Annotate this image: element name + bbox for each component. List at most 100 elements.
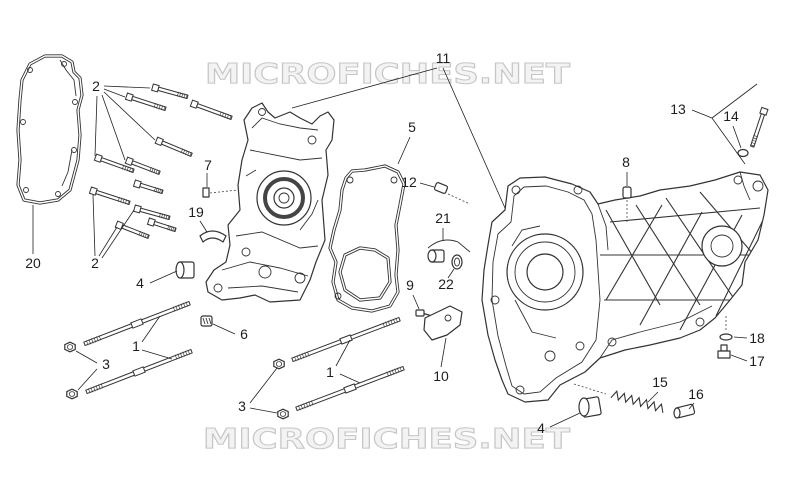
thread-mark bbox=[149, 167, 152, 172]
case-bolt-hole bbox=[490, 295, 500, 305]
callout-3-left: 3 bbox=[102, 356, 110, 372]
nut bbox=[66, 388, 78, 400]
thread-mark bbox=[174, 354, 178, 360]
crankcase-rib bbox=[665, 197, 736, 301]
case-bolt-hole bbox=[515, 385, 525, 395]
thread-mark bbox=[98, 335, 102, 341]
case-bolt-hole bbox=[607, 337, 617, 347]
callout-20: 20 bbox=[25, 255, 41, 271]
callout-7: 7 bbox=[204, 157, 212, 173]
nut-hex bbox=[277, 408, 289, 420]
bushing-4-left bbox=[175, 261, 195, 279]
leader-line bbox=[75, 350, 98, 364]
nut bbox=[277, 408, 289, 420]
bolt bbox=[154, 136, 193, 158]
leader-line bbox=[94, 95, 98, 157]
callout-16: 16 bbox=[688, 386, 704, 402]
bolt-shank-body bbox=[197, 104, 232, 119]
thread-mark bbox=[168, 225, 171, 231]
thread-mark bbox=[303, 403, 306, 409]
leader-line bbox=[339, 373, 361, 384]
thread-mark bbox=[138, 231, 141, 236]
thread-mark bbox=[165, 214, 168, 220]
leader-lines bbox=[32, 67, 758, 428]
thread-mark bbox=[753, 135, 759, 138]
nut-bore bbox=[68, 391, 76, 397]
bolt-head-body bbox=[190, 100, 198, 108]
crankcase-right-outline bbox=[481, 171, 769, 403]
spring-coil bbox=[610, 389, 664, 413]
thread-mark bbox=[299, 354, 302, 360]
callout-9: 9 bbox=[406, 277, 414, 293]
o-ring-14 bbox=[737, 148, 749, 158]
leader-line bbox=[335, 339, 351, 367]
o-ring-22 bbox=[451, 254, 463, 270]
gasket-bolt-hole bbox=[334, 292, 342, 300]
bolt bbox=[124, 156, 161, 176]
thread-mark bbox=[90, 387, 93, 393]
thread-mark bbox=[173, 227, 176, 233]
bolt-shank-body bbox=[140, 208, 170, 219]
stud-collar-body bbox=[131, 319, 143, 328]
bolt-shank-body bbox=[132, 161, 160, 174]
thread-mark bbox=[185, 301, 189, 307]
thread-mark bbox=[151, 167, 154, 173]
crankcase-rib bbox=[639, 211, 703, 326]
bolt bbox=[749, 106, 769, 148]
case-bolt-hole bbox=[258, 108, 266, 116]
leader-line bbox=[92, 194, 96, 257]
thread-mark bbox=[310, 400, 314, 406]
callout-2-lower: 2 bbox=[91, 255, 99, 271]
crankcase-rib bbox=[605, 204, 663, 301]
callout-6: 6 bbox=[240, 326, 248, 342]
bolt-head-body bbox=[125, 157, 133, 165]
screw-9 bbox=[415, 309, 425, 317]
small-spring-6 bbox=[200, 315, 213, 327]
stud bbox=[291, 316, 401, 363]
bushing-21 bbox=[427, 249, 445, 263]
bracket-hole bbox=[444, 314, 452, 322]
thread-mark bbox=[160, 189, 163, 195]
leader-line bbox=[711, 117, 746, 165]
crankcase-right-flange bbox=[597, 171, 751, 359]
leader-line bbox=[249, 407, 278, 414]
crankcase-rib bbox=[609, 207, 761, 223]
case-bolt-hole bbox=[695, 317, 705, 327]
case-bolt-hole bbox=[213, 283, 223, 293]
watermark-bottom: MICROFICHES.NET bbox=[203, 422, 570, 455]
callout-3-right: 3 bbox=[238, 398, 246, 414]
thread-mark bbox=[385, 321, 388, 327]
nut-hex bbox=[66, 388, 78, 400]
bracket-10 bbox=[423, 305, 463, 341]
nut-hex bbox=[64, 341, 76, 353]
thread-mark bbox=[96, 336, 99, 342]
callout-5: 5 bbox=[408, 119, 416, 135]
leader-line bbox=[419, 182, 435, 188]
leader-line bbox=[732, 125, 742, 149]
leader-line bbox=[647, 391, 659, 403]
leader-line bbox=[141, 349, 173, 360]
dowel-pin-12 bbox=[433, 182, 449, 194]
thread-mark bbox=[390, 319, 393, 325]
thread-mark bbox=[387, 320, 391, 326]
thread-mark bbox=[185, 150, 188, 155]
bolt-shank-body bbox=[122, 225, 149, 238]
thread-mark bbox=[386, 371, 390, 377]
thread-mark bbox=[117, 196, 120, 202]
crankcase-rib bbox=[605, 209, 661, 306]
thread-mark bbox=[131, 168, 134, 173]
assembly-line bbox=[209, 189, 239, 194]
nut-bore bbox=[279, 411, 287, 417]
thread-mark bbox=[91, 338, 94, 344]
bolt-shank-body bbox=[132, 97, 166, 110]
gasket-bolt-hole bbox=[71, 147, 77, 153]
cover-gasket-edge bbox=[59, 59, 77, 187]
callout-10: 10 bbox=[433, 368, 449, 384]
thread-mark bbox=[294, 356, 297, 362]
thread-mark bbox=[399, 366, 402, 372]
callout-17: 17 bbox=[749, 353, 765, 369]
thread-mark bbox=[160, 105, 164, 111]
thread-mark bbox=[124, 199, 128, 205]
boss-housing bbox=[701, 225, 743, 267]
gasket-bolt-hole bbox=[72, 99, 78, 105]
